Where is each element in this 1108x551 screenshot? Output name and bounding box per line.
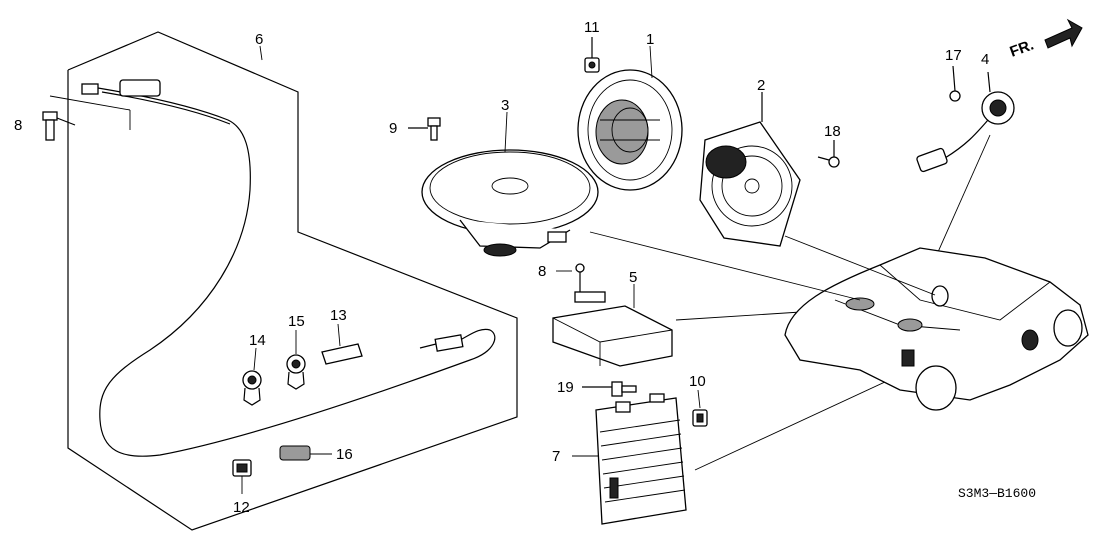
callout-18: 18: [824, 123, 841, 140]
antenna-panel: [67, 31, 518, 531]
callout-17: 17: [945, 47, 962, 64]
bolt-8-left: [42, 95, 131, 141]
callout-6: 6: [255, 31, 263, 48]
clip-10: [692, 409, 708, 427]
callout-14: 14: [249, 332, 266, 349]
callout-9: 9: [389, 120, 397, 137]
callout-10: 10: [689, 373, 706, 390]
speaker-3: [421, 149, 599, 257]
module-5: [552, 263, 833, 367]
callout-11: 11: [584, 19, 600, 36]
car-body: [589, 231, 1089, 411]
callout-2: 2: [757, 77, 765, 94]
speaker-2: [699, 92, 801, 247]
callout-8-left: 8: [14, 117, 22, 134]
diagram-code: S3M3—B1600: [958, 486, 1036, 501]
bolt-19: [582, 381, 637, 397]
callout-12: 12: [233, 499, 250, 516]
callout-13: 13: [330, 307, 347, 324]
callouts: 1 2 3 4 5 6 7 8 8 9 10 11 12 13 14 15 16…: [14, 19, 989, 516]
front-arrow: FR.: [1008, 18, 1083, 61]
callout-8-right: 8: [538, 263, 546, 280]
amplifier-7: [595, 374, 901, 525]
speaker-1: [577, 69, 683, 191]
callout-5: 5: [629, 269, 637, 286]
screw-9: [408, 117, 441, 141]
callout-15: 15: [288, 313, 305, 330]
callout-19: 19: [557, 379, 574, 396]
screw-18: [817, 140, 840, 168]
leader-lines: [241, 45, 701, 494]
callout-7: 7: [552, 448, 560, 465]
callout-1: 1: [646, 31, 654, 48]
nut-11: [584, 37, 600, 73]
tweeter-4: [916, 65, 1015, 271]
fr-label: FR.: [1008, 37, 1037, 61]
callout-3: 3: [501, 97, 509, 114]
callout-4: 4: [981, 51, 989, 68]
callout-16: 16: [336, 446, 353, 463]
